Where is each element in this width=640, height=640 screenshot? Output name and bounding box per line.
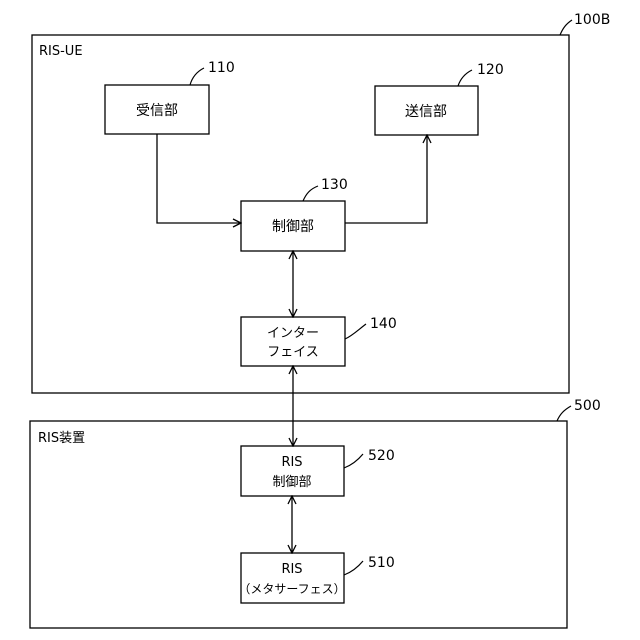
transmitter-leader: [458, 70, 472, 86]
receiver-leader: [190, 68, 204, 85]
ris-frame-leader: [557, 406, 571, 421]
controller-label: 制御部: [272, 219, 314, 235]
controller-ref: 130: [321, 177, 348, 193]
interface-label-line2: フェイス: [267, 345, 319, 360]
controller-leader: [303, 186, 318, 201]
arrow-receiver-to-controller: [157, 134, 241, 223]
ris-surface-leader: [344, 561, 363, 575]
ue-frame-ref: 100B: [574, 12, 610, 28]
ris-controller-label-line2: 制御部: [272, 475, 311, 490]
receiver-ref: 110: [208, 60, 235, 76]
interface-label-line1: インター: [267, 326, 319, 341]
transmitter-label: 送信部: [405, 104, 447, 120]
transmitter-ref: 120: [477, 62, 504, 78]
controller-block: 制御部 130: [241, 177, 348, 251]
ris-surface-label-line1: RIS: [281, 562, 302, 577]
ris-surface-block: RIS （メタサーフェス） 510: [238, 553, 394, 603]
ris-controller-label-line1: RIS: [281, 455, 302, 470]
interface-leader: [345, 324, 366, 339]
ris-controller-block: RIS 制御部 520: [241, 446, 395, 496]
ue-frame-leader: [560, 20, 572, 35]
ris-controller-ref: 520: [368, 448, 395, 464]
transmitter-block: 送信部 120: [375, 62, 504, 135]
ris-surface-label-line2: （メタサーフェス）: [238, 582, 345, 596]
ris-surface-ref: 510: [368, 555, 395, 571]
receiver-label: 受信部: [136, 103, 178, 119]
ris-frame-ref: 500: [574, 398, 601, 414]
receiver-block: 受信部 110: [105, 60, 235, 134]
interface-ref: 140: [370, 316, 397, 332]
arrow-controller-to-transmitter: [345, 135, 427, 223]
ue-frame-label: RIS-UE: [39, 44, 83, 59]
interface-block: インター フェイス 140: [241, 316, 397, 366]
ris-controller-leader: [344, 454, 363, 468]
ris-frame-label: RIS装置: [38, 431, 85, 446]
